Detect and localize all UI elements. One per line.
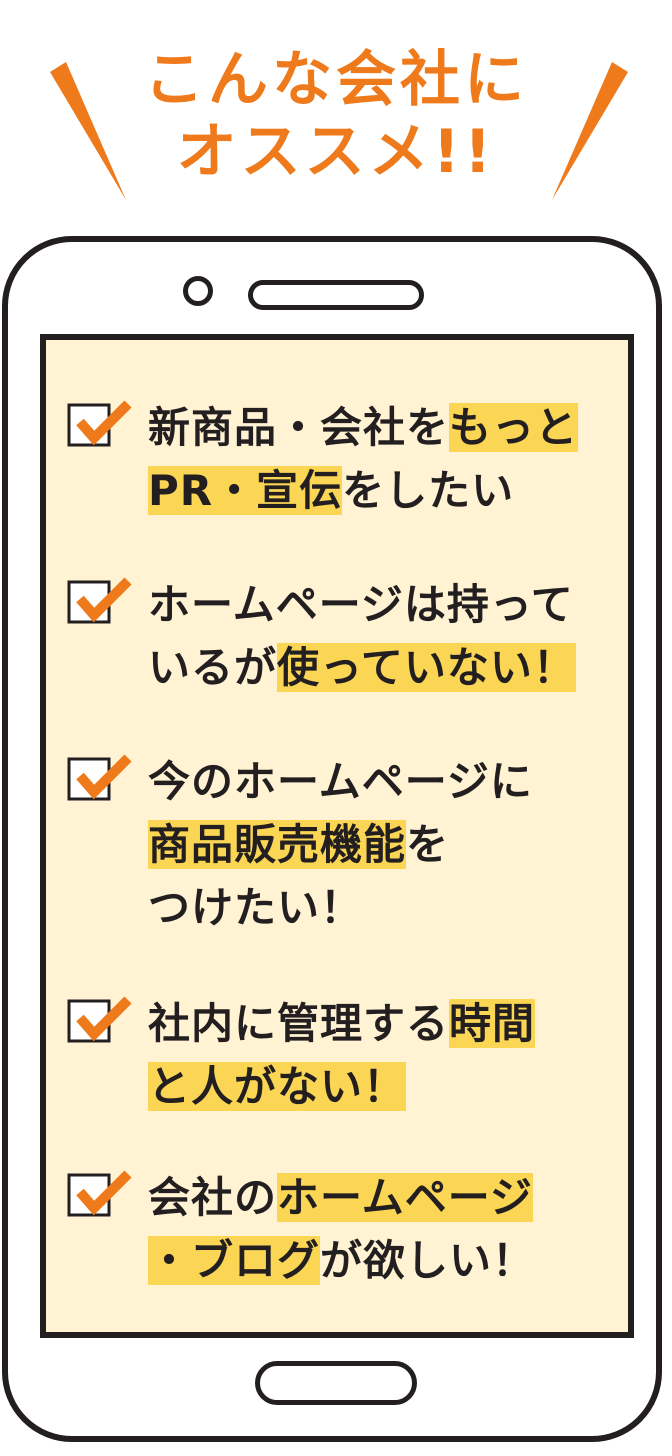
item-text-segment: 会社の — [148, 1173, 278, 1222]
item-text-segment: をしたい — [342, 466, 515, 515]
checked-checkbox-icon — [67, 577, 132, 624]
item-text-highlight: 商品販売機能 — [148, 820, 407, 869]
headline-line-2: オススメ!! — [176, 117, 496, 187]
item-text-highlight: 時間 — [449, 999, 536, 1048]
list-item-text: 今のホームページに 商品販売機能を つけたい！ — [148, 750, 618, 939]
item-text-segment: 新商品・会社を — [148, 403, 450, 452]
left-emphasis-line — [50, 62, 126, 200]
item-text-segment: 社内に管理する — [148, 999, 450, 1048]
item-text-segment: ホームページは持って — [148, 580, 574, 629]
item-text-segment: いるが — [148, 643, 278, 692]
checked-checkbox-icon — [67, 1170, 132, 1217]
item-text-segment: を — [406, 820, 450, 869]
home-button — [255, 1361, 417, 1405]
list-item-text: 社内に管理する時間 と人がない！ — [148, 992, 618, 1118]
item-text-segment: が欲しい！ — [320, 1236, 536, 1285]
list-item-text: 会社のホームページ ・ブログが欲しい！ — [148, 1166, 618, 1292]
checked-checkbox-icon — [67, 400, 132, 447]
right-emphasis-line — [552, 62, 628, 200]
item-text-highlight: ホームページ — [277, 1173, 533, 1222]
headline: こんな会社に オススメ!! — [0, 44, 672, 188]
list-item-text: 新商品・会社をもっと PR・宣伝をしたい — [148, 396, 618, 522]
item-text-segment: つけたい！ — [148, 883, 364, 932]
camera-icon — [183, 276, 213, 306]
checked-checkbox-icon — [67, 754, 132, 801]
headline-line-1: こんな会社に — [144, 45, 528, 115]
checked-checkbox-icon — [67, 996, 132, 1043]
item-text-highlight: PR・宣伝 — [148, 466, 343, 515]
item-text-highlight: ・ブログ — [148, 1236, 321, 1285]
item-text-highlight: 使っていない！ — [277, 643, 576, 692]
list-item-text: ホームページは持って いるが使っていない！ — [148, 573, 618, 699]
item-text-highlight: と人がない！ — [148, 1062, 407, 1111]
speaker-icon — [248, 280, 424, 310]
emphasis-lines-icon — [50, 62, 628, 200]
item-text-highlight: もっと — [449, 403, 579, 452]
item-text-segment: 今のホームページに — [148, 757, 533, 806]
